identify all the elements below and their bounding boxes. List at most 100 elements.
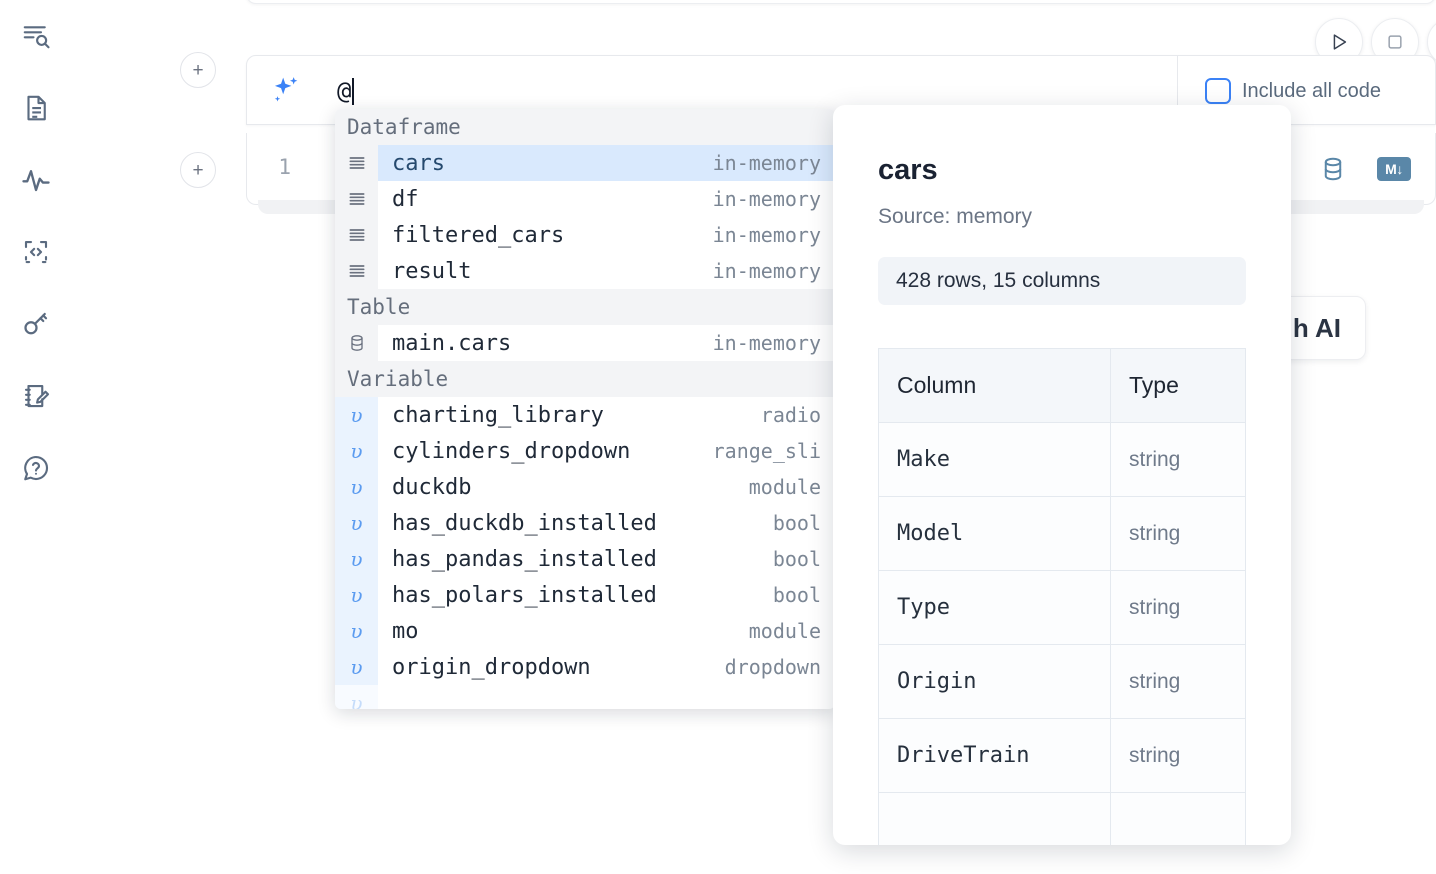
key-icon[interactable] [14, 302, 58, 346]
code-snippet-icon[interactable] [14, 230, 58, 274]
schema-column-type: string [1110, 644, 1246, 719]
ai-prompt-input[interactable]: @ [337, 74, 355, 108]
autocomplete-item-meta: in-memory [712, 145, 835, 181]
variable-icon: υ [350, 655, 363, 679]
play-icon [1333, 34, 1347, 50]
include-all-code-checkbox[interactable] [1205, 78, 1231, 104]
schema-column-name: Origin [878, 644, 1111, 719]
markdown-icon[interactable]: M↓ [1377, 157, 1411, 181]
variable-icon: υ [350, 403, 363, 427]
cell-icon-group: M↓ [1319, 155, 1411, 183]
variable-icon: υ [350, 691, 363, 709]
autocomplete-item[interactable]: υ has_polars_installed bool [335, 577, 835, 613]
add-cell-above-button[interactable]: + [180, 52, 216, 88]
autocomplete-item-meta: in-memory [712, 223, 821, 247]
autocomplete-item-name: has_polars_installed [392, 582, 657, 608]
autocomplete-item-meta: module [748, 475, 821, 499]
schema-column-type: string [1110, 718, 1246, 793]
autocomplete-item-name: mo [392, 618, 419, 644]
autocomplete-group-label: Dataframe [335, 109, 835, 145]
variable-icon: υ [350, 547, 363, 571]
dataframe-icon [349, 193, 364, 205]
database-icon[interactable] [1319, 155, 1347, 183]
schema-column-type: string [1110, 422, 1246, 497]
autocomplete-item-name: df [392, 186, 419, 212]
schema-column-header: Type [1110, 348, 1246, 423]
autocomplete-item-icon: υ [335, 397, 378, 433]
autocomplete-item-meta: range_sli [712, 439, 821, 463]
activity-pulse-icon[interactable] [14, 158, 58, 202]
variable-icon: υ [350, 475, 363, 499]
include-all-code-toggle[interactable]: Include all code [1205, 78, 1381, 104]
autocomplete-group-label: Variable [335, 361, 835, 397]
autocomplete-item-meta: bool [772, 511, 821, 535]
schema-column-header: Column [878, 348, 1111, 423]
autocomplete-group-label: Table [335, 289, 835, 325]
schema-column-type [1110, 792, 1246, 845]
schema-column-name [878, 792, 1111, 845]
autocomplete-item-icon [335, 217, 378, 253]
stop-square-icon [1388, 35, 1402, 49]
schema-column-name: DriveTrain [878, 718, 1111, 793]
autocomplete-item[interactable]: υ cylinders_dropdown range_sli [335, 433, 835, 469]
autocomplete-item-meta: bool [772, 583, 821, 607]
autocomplete-item[interactable]: result in-memory [335, 253, 835, 289]
autocomplete-item-icon: υ [335, 685, 378, 709]
document-icon[interactable] [14, 86, 58, 130]
table-database-icon [350, 335, 363, 351]
add-cell-below-label: + [192, 159, 204, 181]
autocomplete-item-meta: in-memory [712, 331, 821, 355]
autocomplete-item[interactable]: υ duckdb module [335, 469, 835, 505]
add-cell-below-button[interactable]: + [180, 152, 216, 188]
variable-icon: υ [350, 511, 363, 535]
dataframe-icon [349, 229, 364, 241]
ai-prompt-value: @ [337, 77, 352, 105]
autocomplete-item-meta: in-memory [712, 259, 821, 283]
variable-icon: υ [350, 619, 363, 643]
autocomplete-item-name: cars [378, 145, 713, 181]
autocomplete-item-meta: dropdown [724, 655, 821, 679]
autocomplete-item-name: duckdb [392, 474, 472, 500]
schema-column-name: Type [878, 570, 1111, 645]
autocomplete-item-meta: radio [760, 403, 821, 427]
autocomplete-item[interactable]: main.cars in-memory [335, 325, 835, 361]
autocomplete-item-name: has_duckdb_installed [392, 510, 657, 536]
autocomplete-item-icon [335, 181, 378, 217]
schema-column-name: Model [878, 496, 1111, 571]
autocomplete-item-name: result [392, 258, 472, 284]
autocomplete-item-name: cylinders_dropdown [392, 438, 631, 464]
autocomplete-item-partial[interactable]: υ [335, 685, 835, 709]
dataframe-info-panel: cars Source: memory 428 rows, 15 columns… [833, 105, 1291, 845]
help-chat-icon[interactable] [14, 446, 58, 490]
autocomplete-item-meta: bool [772, 547, 821, 571]
variable-icon: υ [350, 439, 363, 463]
schema-column-name: Make [878, 422, 1111, 497]
autocomplete-item-name: charting_library [392, 402, 604, 428]
info-panel-shape: 428 rows, 15 columns [878, 257, 1246, 305]
autocomplete-item[interactable]: υ has_duckdb_installed bool [335, 505, 835, 541]
autocomplete-item-icon: υ [335, 613, 378, 649]
ai-bar-divider [1177, 56, 1178, 126]
scratchpad-edit-icon[interactable] [14, 374, 58, 418]
autocomplete-item-icon [335, 145, 378, 181]
file-explorer-search-icon[interactable] [14, 14, 58, 58]
autocomplete-item-icon: υ [335, 577, 378, 613]
autocomplete-item[interactable]: df in-memory [335, 181, 835, 217]
autocomplete-item-icon: υ [335, 469, 378, 505]
autocomplete-item-meta: in-memory [712, 187, 821, 211]
autocomplete-item[interactable]: υ charting_library radio [335, 397, 835, 433]
info-panel-title: cars [878, 154, 938, 186]
autocomplete-item-name: main.cars [392, 330, 512, 356]
